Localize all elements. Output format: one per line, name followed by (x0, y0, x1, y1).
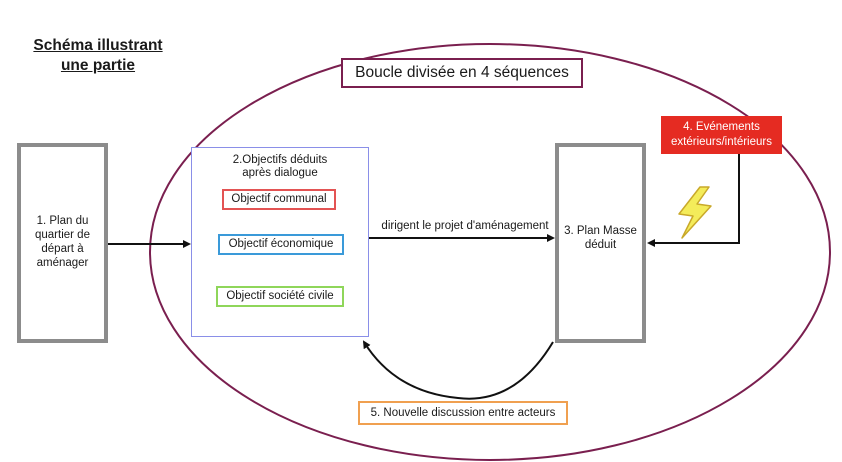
step3-line2: déduit (584, 239, 617, 251)
arrow-label: dirigent le projet d'aménagement (381, 220, 549, 232)
loop-label-box: Boucle divisée en 4 séquences (341, 58, 583, 88)
step2-heading: 2.Objectifs déduits après dialogue (192, 154, 368, 180)
step3-text: 3. Plan Masse déduit (559, 224, 642, 252)
lightning-bolt-icon (678, 186, 712, 239)
step1-line: aménager (36, 257, 89, 269)
arrow-return-feedback (362, 340, 554, 400)
diagram-title: Schéma illustrant une partie (18, 36, 178, 76)
step3-line1: 3. Plan Masse (564, 225, 637, 237)
step5-label: 5. Nouvelle discussion entre acteurs (370, 407, 556, 419)
arrow-events-to-masterplan (647, 154, 740, 247)
objective-communal: Objectif communal (222, 189, 336, 210)
step3-box: 3. Plan Masse déduit (555, 143, 646, 343)
step2-box: 2.Objectifs déduits après dialogue Objec… (191, 147, 369, 337)
step1-line: quartier de (35, 229, 90, 241)
step4-line1: 4. Evénements (683, 121, 760, 133)
objective-economique: Objectif économique (218, 234, 344, 255)
step5-discussion-box: 5. Nouvelle discussion entre acteurs (358, 401, 568, 425)
step4-events-box: 4. Evénements extérieurs/intérieurs (661, 116, 782, 154)
step1-line: départ à (41, 243, 84, 255)
step4-line2: extérieurs/intérieurs (671, 136, 772, 148)
step1-box: 1. Plan du quartier de départ à aménager (17, 143, 108, 343)
objective-societe-civile: Objectif société civile (216, 286, 344, 307)
diagram-title-line2: une partie (60, 57, 136, 74)
step2-heading-line2: après dialogue (242, 167, 318, 179)
step1-line: 1. Plan du (36, 215, 89, 227)
diagram-title-line1: Schéma illustrant (33, 37, 163, 54)
loop-label: Boucle divisée en 4 séquences (355, 64, 569, 81)
loop-ellipse (149, 43, 831, 461)
step1-text: 1. Plan du quartier de départ à aménager (21, 214, 104, 270)
step2-heading-line1: 2.Objectifs déduits (232, 154, 328, 166)
